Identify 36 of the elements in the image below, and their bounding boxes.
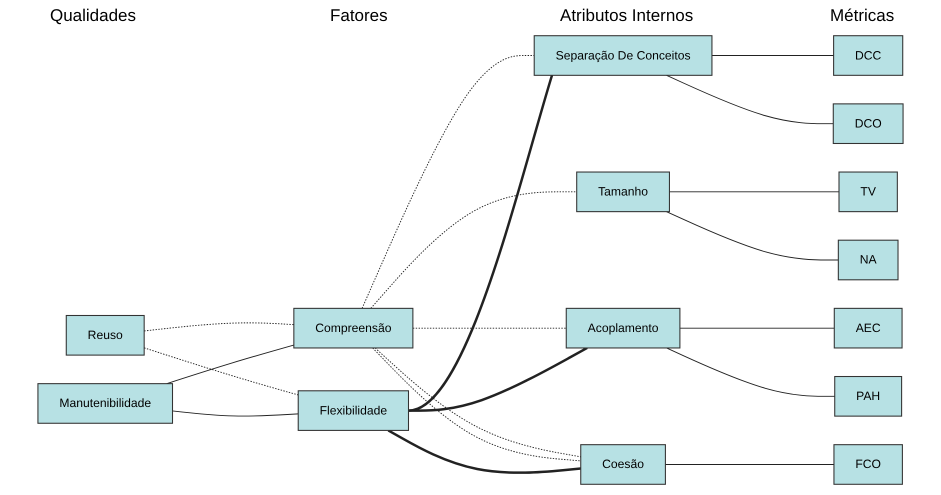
node-box: Manutenibilidade <box>37 383 174 424</box>
column-heading: Atributos Internos <box>560 6 694 26</box>
connector <box>664 464 834 465</box>
connector <box>172 410 299 417</box>
node-box: Reuso <box>66 314 145 356</box>
connector <box>666 348 836 397</box>
connector <box>388 429 581 474</box>
connector <box>144 347 299 396</box>
connector <box>408 346 588 412</box>
connector <box>668 191 840 192</box>
column-heading: Métricas <box>830 6 894 26</box>
node-box: Coesão <box>580 444 666 485</box>
node-box: Flexibilidade <box>298 390 410 431</box>
column-heading: Fatores <box>330 6 388 26</box>
node-box: FCO <box>833 444 903 485</box>
connector <box>412 328 567 329</box>
node-box: PAH <box>834 376 902 417</box>
connector <box>362 55 535 309</box>
connector <box>666 211 839 260</box>
node-box: DCC <box>833 35 904 76</box>
connector <box>679 328 835 329</box>
node-box: Separação De Conceitos <box>534 35 712 76</box>
node-box: AEC <box>834 308 903 348</box>
node-box: NA <box>838 240 899 280</box>
connector <box>144 322 294 332</box>
node-box: Acoplamento <box>566 308 680 348</box>
column-heading: Qualidades <box>50 6 136 26</box>
node-box: DCO <box>832 103 904 144</box>
connector <box>711 55 834 56</box>
node-box: Tamanho <box>576 172 670 212</box>
connector <box>370 191 578 309</box>
connector <box>408 74 554 412</box>
node-box: Compreensão <box>293 308 414 348</box>
node-box: TV <box>838 172 898 212</box>
connector <box>166 344 294 384</box>
connector <box>666 74 834 124</box>
